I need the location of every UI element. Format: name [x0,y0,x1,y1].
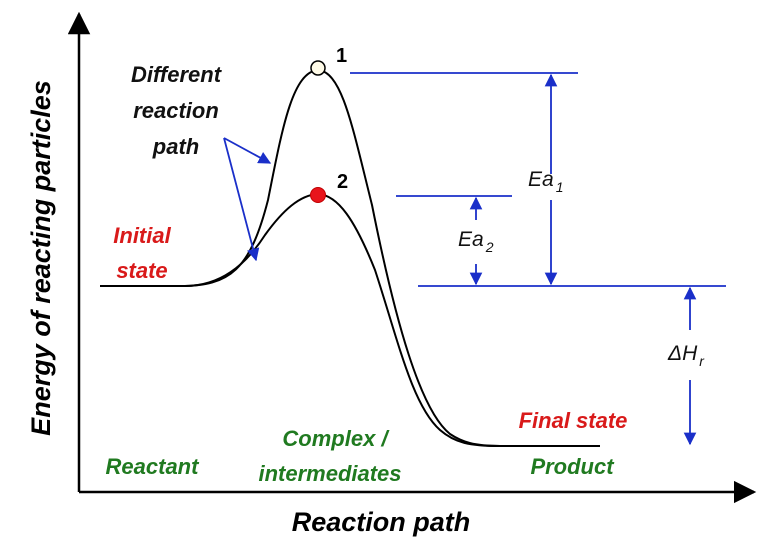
annotation-pointer-path-2 [223,137,260,262]
different-path-annotation-line1: Different [131,62,223,87]
path-2-label: 2 [337,171,348,193]
path-2-curve [184,192,501,447]
different-path-annotation-line2: reaction [133,98,219,123]
complex-label-line1: Complex / [282,426,390,451]
x-axis-title: Reaction path [292,507,471,537]
annotation-pointer-path-1 [223,137,272,164]
path-1-label: 1 [336,45,347,67]
y-axis-title: Energy of reacting particles [26,80,56,436]
path-2-peak-marker [310,187,326,203]
path-1-curve [100,68,600,447]
path-1-peak-marker [310,60,326,76]
product-label: Product [530,454,615,479]
initial-state-label-line1: Initial [113,223,171,248]
complex-label-line2: intermediates [258,461,401,486]
reactant-label: Reactant [106,454,201,479]
different-path-annotation-line3: path [152,134,199,159]
initial-state-label-line2: state [116,258,167,283]
final-state-label: Final state [519,408,628,433]
